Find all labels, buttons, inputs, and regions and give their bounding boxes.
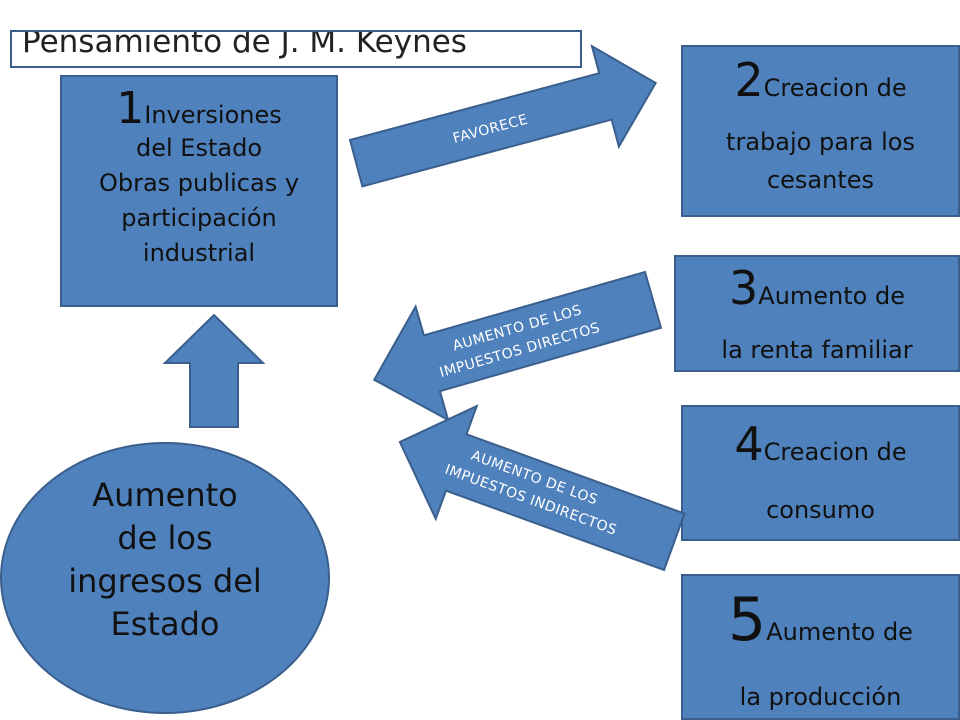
title-bar: Pensamiento de J. M. Keynes	[10, 30, 582, 68]
diagram-title: Pensamiento de J. M. Keynes	[22, 30, 467, 60]
box3-line-1: la renta familiar	[721, 336, 913, 364]
box1-line-1: del Estado	[136, 134, 262, 162]
box1-line-0: Inversiones	[144, 101, 282, 129]
ellipse-line-0: Aumento	[92, 476, 238, 514]
box5-number: 5	[728, 585, 767, 655]
box-renta-familiar: 3Aumento de la renta familiar	[674, 255, 960, 372]
box2-line-1: trabajo para los	[726, 128, 915, 156]
box-inversiones-estado: 1Inversiones del Estado Obras publicas y…	[60, 75, 338, 307]
box4-line-1: consumo	[766, 496, 875, 524]
box5-line-1: la producción	[739, 683, 902, 711]
box3-number: 3	[729, 261, 759, 315]
arrow-favorece: FAVORECE	[348, 44, 658, 188]
box2-line-0: Creacion de	[763, 74, 907, 102]
box1-line-2: Obras publicas y	[98, 169, 300, 197]
box-creacion-consumo: 4Creacion de consumo	[681, 405, 960, 541]
arrow-impuestos-indirectos: AUMENTO DE LOS IMPUESTOS INDIRECTOS	[398, 404, 686, 572]
arrow-impuestos-directos: AUMENTO DE LOS IMPUESTOS DIRECTOS	[372, 270, 663, 423]
box-aumento-produccion: 5Aumento de la producción	[681, 574, 960, 720]
box-creacion-trabajo: 2Creacion de trabajo para los cesantes	[681, 45, 960, 217]
box1-line-4: industrial	[142, 239, 256, 267]
ellipse-line-3: Estado	[110, 605, 220, 643]
box4-line-0: Creacion de	[763, 438, 907, 466]
box1-line-3: participación	[121, 204, 277, 232]
box4-number: 4	[734, 417, 764, 471]
ellipse-line-1: de los	[117, 519, 213, 557]
box2-number: 2	[734, 53, 764, 107]
ellipse-ingresos-estado: Aumento de los ingresos del Estado	[0, 442, 330, 714]
arrow-up	[162, 313, 266, 428]
box1-number: 1	[116, 83, 145, 134]
box2-line-2: cesantes	[766, 166, 875, 194]
box3-line-0: Aumento de	[758, 282, 905, 310]
ellipse-line-2: ingresos del	[68, 562, 262, 600]
box5-line-0: Aumento de	[766, 618, 913, 646]
